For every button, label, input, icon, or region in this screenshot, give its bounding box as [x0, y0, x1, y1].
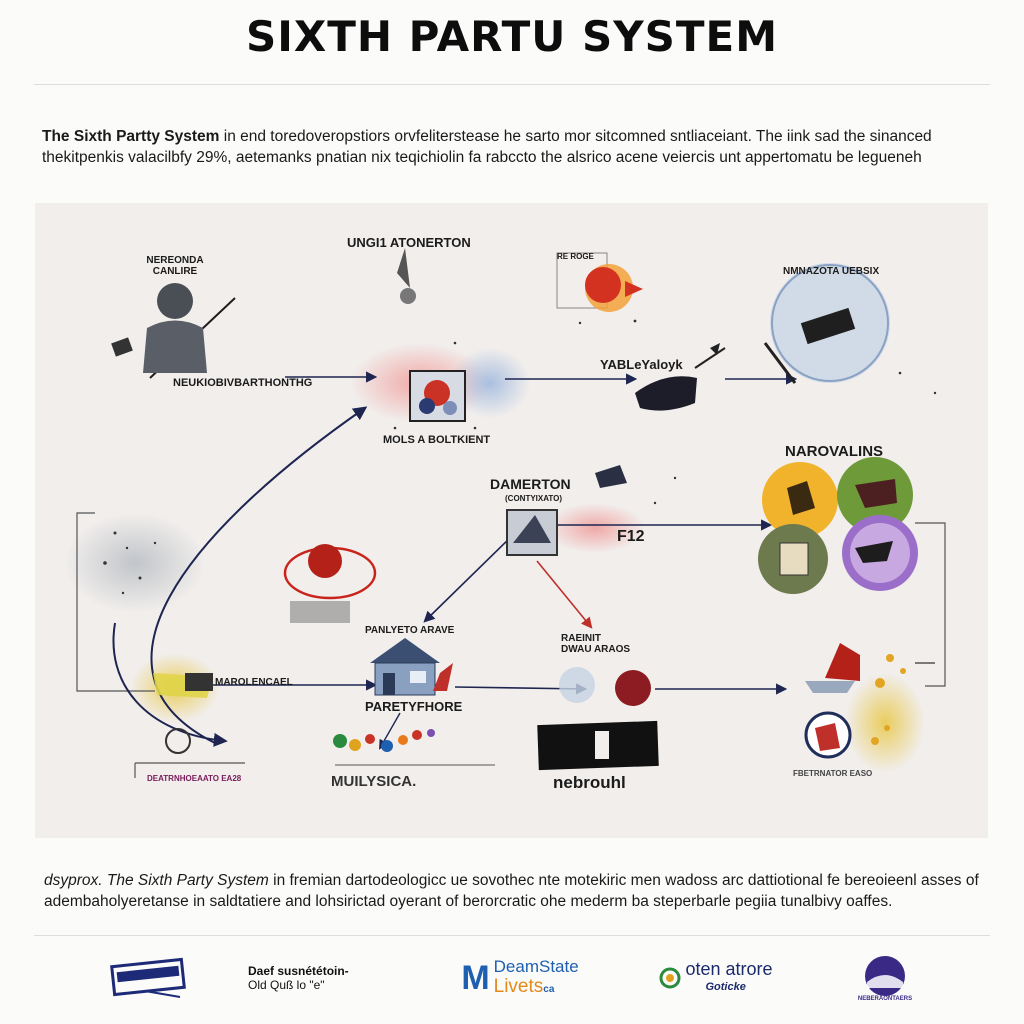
label-panlyeto: PANLYETO ARAVE: [365, 625, 455, 636]
label-tl-name: NEREONDA CANLIRE: [146, 255, 204, 277]
label-center-node: MOLS A BOLTKIENT: [383, 434, 491, 446]
logo-3-line1: DeamState: [493, 956, 579, 976]
house-icon: [370, 638, 453, 696]
logo-2-line1: Daef susnététoin-: [248, 964, 349, 978]
arrow-dameron-red: [536, 560, 593, 629]
dameron-node-icon: [506, 465, 627, 556]
label-top-mid-small: RE ROGE: [557, 252, 594, 261]
left-bracket: [76, 512, 155, 692]
logo-4-text: oten atrore Goticke: [685, 960, 772, 996]
party-dots: [333, 729, 495, 766]
label-raeinit: RAEINIT DWAU ARAOS: [561, 633, 631, 655]
logo-3-mark: M: [461, 958, 490, 997]
red-wash-2: [545, 503, 645, 553]
intro-bold: The Sixth Partty System: [42, 128, 220, 145]
label-marolencael: MAROLENCAEL: [215, 677, 293, 688]
grey-wash: [65, 513, 205, 613]
label-yabley: YABLeYaloyk: [600, 357, 683, 372]
diagram-panel: NEREONDA CANLIRE UNGI1 ATONERTON RE ROGE…: [35, 203, 988, 838]
outro-italic: dsyprox. The Sixth Party System: [44, 872, 269, 889]
red-swirl-icon: [283, 544, 377, 623]
diagram-canvas: [65, 248, 946, 778]
label-br-caption: FBETRNATOR EASO: [793, 769, 873, 778]
title-divider: [34, 84, 990, 85]
bottom-right-emblem: [804, 711, 890, 759]
right-bracket: [915, 522, 946, 687]
arrow-big-curve: [150, 406, 368, 744]
page-title: SIXTH PARTU SYSTEM: [246, 12, 778, 61]
label-nebrouhl: nebrouhl: [553, 773, 626, 792]
outro-text: in fremian dartodeologicc ue sovothec nt…: [44, 872, 979, 910]
logo-5-emblem-icon: [865, 956, 905, 996]
logo-3-text: DeamState Livetsca: [494, 957, 579, 1000]
logo-1-mark: [110, 957, 186, 998]
narovalins-cluster: [758, 457, 918, 594]
bottom-left-cluster: [134, 673, 245, 778]
logo-4[interactable]: oten atrore Goticke: [645, 948, 785, 1008]
logo-2-line2: Old Quß lo "e": [248, 978, 325, 992]
yabley-tool-icon: [635, 343, 726, 411]
label-bl-caption: DEATRNHOEAATO EA28: [147, 774, 242, 783]
intro-text: in end toredoveropstiors orvfelitersteas…: [42, 128, 932, 166]
label-dameron-sub: (CONTYIXATO): [505, 494, 563, 503]
intro-paragraph: The Sixth Partty System in end toredover…: [42, 126, 982, 168]
label-top-center: UNGI1 ATONERTON: [347, 235, 471, 250]
top-tower-icon: [397, 248, 416, 304]
label-f12: F12: [617, 528, 645, 545]
logo-5-caption: NEBERAONTAERS: [857, 996, 913, 1002]
right-figure-icon: [805, 643, 935, 693]
footer-divider: [34, 935, 990, 936]
figure-icon: [111, 283, 207, 373]
label-left-arrow: NEUKIOBIVBARTHONTHG: [173, 377, 313, 389]
globe-icon: [763, 263, 890, 384]
logo-4-line2: Goticke: [705, 981, 746, 993]
label-narovalins: NAROVALINS: [785, 443, 884, 460]
label-dameron: DAMERTON: [490, 476, 571, 492]
red-ball-icon: [559, 667, 651, 706]
logo-2[interactable]: Daef susnététoin- Old Quß lo "e": [248, 948, 398, 1008]
logo-3-line2-row: Livetsca: [493, 975, 579, 1000]
outro-paragraph: dsyprox. The Sixth Party System in fremi…: [44, 870, 984, 912]
logo-1[interactable]: [100, 948, 200, 1008]
logo-5[interactable]: NEBERAONTAERS: [845, 948, 925, 1008]
label-top-right: NMNAZOTA UEBSIX: [783, 266, 880, 277]
logo-3-line2: Livets: [493, 975, 544, 997]
logo-3[interactable]: M DeamState Livetsca: [455, 948, 585, 1008]
black-banner: [537, 720, 659, 771]
label-partyfhore: PARETYFHORE: [365, 699, 463, 714]
yellow-wash-2: [845, 673, 925, 773]
decorative-specks: [103, 319, 937, 595]
red-target-icon: [556, 252, 643, 312]
logo-3-suffix: ca: [543, 983, 555, 995]
arrow-curve-bottom: [112, 622, 228, 747]
logo-4-swirl-icon: [659, 967, 681, 989]
arrow-dameron-to-panlyeto: [423, 532, 516, 623]
center-node-icon: [409, 370, 466, 422]
blue-wash: [450, 348, 530, 418]
logo-4-line1: oten atrore: [685, 959, 773, 979]
label-multysica: MUILYSICA.: [331, 773, 417, 790]
